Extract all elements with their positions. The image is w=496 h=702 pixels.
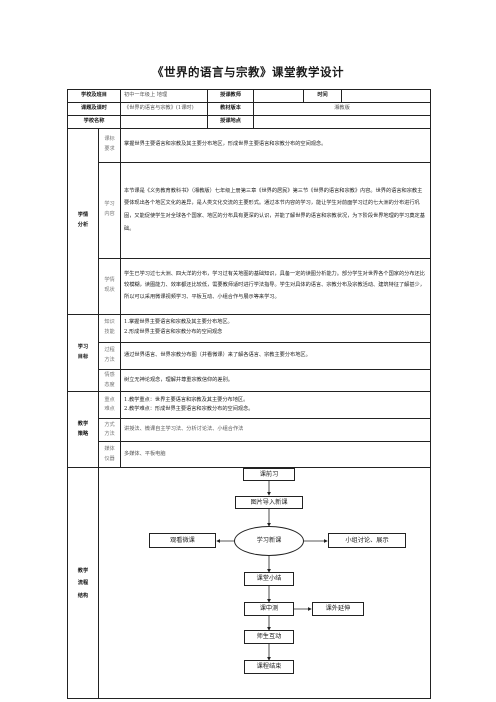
node-preview: 课前习 bbox=[243, 468, 295, 482]
analysis-text: 掌握世界主要语言和宗教及其主要分布地区，形成世界主要语言和宗教分布的空间观念。 bbox=[120, 127, 432, 163]
node-summary: 课堂小结 bbox=[244, 572, 294, 587]
objective-line: 树立无神论观念，理解并尊重宗教信仰的差别。 bbox=[124, 376, 233, 383]
objectives-label: 学习 目标 bbox=[67, 313, 99, 393]
node-learn: 学习新课 bbox=[234, 526, 304, 557]
strategy-line: 1.教学重点：世界主要语言和宗教及其主要分布地区。 bbox=[124, 396, 249, 403]
analysis-sub: 学习 内容 bbox=[97, 161, 122, 259]
objective-sub: 知识 技能 bbox=[97, 313, 122, 343]
objective-line: 通过世界语言、世界宗教分布图（并看微课）来了解各语言、宗教主要分布地区。 bbox=[124, 351, 311, 358]
flowchart: 课前习 图片导入新课 观看微课 学习新课 小组讨论、展示 课堂小结 课中测 课外… bbox=[99, 468, 430, 698]
strategy-sub: 方式 方法 bbox=[97, 418, 122, 443]
strategy-line: 2.教学难点：形成世界主要语言和宗教分布的空间观念。 bbox=[124, 406, 254, 413]
time-value bbox=[341, 89, 432, 103]
page-title: 《世界的语言与宗教》课堂教学设计 bbox=[152, 65, 344, 79]
node-extend: 课外延伸 bbox=[312, 602, 364, 617]
location-value bbox=[253, 114, 432, 129]
node-interact: 师生互动 bbox=[244, 630, 294, 645]
objective-line: 1.掌握世界主要语言和宗教及其主要分布地区。 bbox=[124, 319, 233, 326]
objective-sub: 情感 态度 bbox=[97, 368, 122, 393]
strategy-sub: 媒体 仪器 bbox=[97, 441, 122, 469]
analysis-text: 本节课是《义务教育教科书》（湘教版）七年级上册第三章《世界的居民》第三节《世界的… bbox=[120, 161, 432, 259]
school-name-label: 学校名称 bbox=[66, 114, 122, 129]
objective-line: 2.形成世界主要语言和宗教分布的空间观念 bbox=[124, 329, 223, 336]
strategy-text: 多媒体、平板电脑 bbox=[120, 441, 432, 469]
objective-text: 树立无神论观念，理解并尊重宗教信仰的差别。 bbox=[120, 368, 432, 393]
objective-text: 1.掌握世界主要语言和宗教及其主要分布地区。 2.形成世界主要语言和宗教分布的空… bbox=[120, 313, 432, 343]
topic-value: 《世界的语言与宗教》(1课时) bbox=[120, 101, 209, 116]
analysis-label: 学情 分析 bbox=[67, 127, 99, 315]
node-end: 课程结束 bbox=[244, 660, 294, 675]
strategy-text: 讲授法、微课自主学习法、分析讨论法、小组合作法 bbox=[120, 418, 432, 443]
strategy-line: 讲授法、微课自主学习法、分析讨论法、小组合作法 bbox=[124, 426, 244, 433]
flow-arrows bbox=[216, 481, 328, 662]
school-value: 初中一年级上 地理 bbox=[120, 89, 209, 103]
strategy-text: 1.教学重点：世界主要语言和宗教及其主要分布地区。 2.教学难点：形成世界主要语… bbox=[120, 391, 432, 420]
textbook-value: 湘教版 bbox=[253, 101, 432, 116]
teacher-value bbox=[253, 89, 305, 103]
objective-text: 通过世界语言、世界宗教分布图（并看微课）来了解各语言、宗教主要分布地区。 bbox=[120, 341, 432, 370]
flow-label: 教学 流程 结构 bbox=[67, 467, 99, 700]
flowchart-cell: 课前习 图片导入新课 观看微课 学习新课 小组讨论、展示 课堂小结 课中测 课外… bbox=[97, 467, 432, 700]
location-label: 授课地点 bbox=[207, 114, 255, 129]
analysis-text: 学生已学习过七大洲、四大洋的分布，学习过有关地图的基础知识，具备一定的读图分析能… bbox=[120, 257, 432, 315]
analysis-sub: 学情 现状 bbox=[97, 257, 122, 315]
teacher-label: 授课教师 bbox=[207, 89, 255, 103]
analysis-sub: 课标 要求 bbox=[97, 127, 122, 163]
strategy-label: 教学 策略 bbox=[67, 391, 99, 469]
strategy-line: 多媒体、平板电脑 bbox=[124, 450, 166, 457]
school-name-value bbox=[120, 114, 209, 129]
topic-label: 课题及课时 bbox=[66, 101, 122, 116]
node-watch: 观看微课 bbox=[149, 533, 216, 549]
textbook-label: 教材版本 bbox=[207, 101, 255, 116]
lesson-plan-table: 学校及班目 初中一年级上 地理 授课教师 时间 课题及课时 《世界的语言与宗教》… bbox=[66, 89, 432, 700]
node-group: 小组讨论、展示 bbox=[328, 533, 406, 549]
objective-sub: 过程 方法 bbox=[97, 341, 122, 370]
time-label: 时间 bbox=[303, 89, 343, 103]
node-test: 课中测 bbox=[244, 602, 294, 617]
strategy-sub: 重点 难点 bbox=[97, 391, 122, 420]
node-intro: 图片导入新课 bbox=[235, 496, 303, 510]
school-label: 学校及班目 bbox=[66, 89, 122, 103]
